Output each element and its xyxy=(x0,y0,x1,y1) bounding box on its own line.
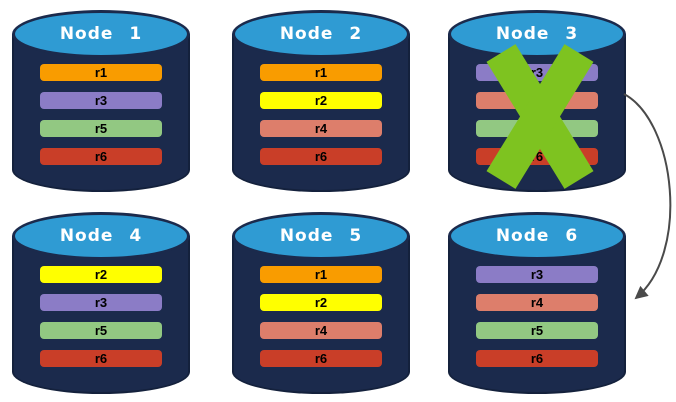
node-label: Node 3 xyxy=(495,24,579,44)
replica-list: r2 r3 r5 r6 xyxy=(40,266,162,367)
replica-bar: r2 xyxy=(260,294,382,311)
replica-bar: r4 xyxy=(476,294,598,311)
replica-list: r3 r4 r5 r6 xyxy=(476,266,598,367)
replica-bar: r5 xyxy=(476,322,598,339)
replica-bar: r2 xyxy=(260,92,382,109)
replica-bar: r4 xyxy=(260,322,382,339)
node-1: Node 1 r1 r3 r5 r6 xyxy=(12,10,190,192)
node-label: Node 4 xyxy=(59,226,143,246)
cylinder-body xyxy=(232,236,410,394)
replica-bar: r4 xyxy=(260,120,382,137)
node-2: Node 2 r1 r2 r4 r6 xyxy=(232,10,410,192)
node-label: Node 2 xyxy=(279,24,363,44)
failure-x-icon xyxy=(486,44,594,189)
cylinder-top: Node 5 xyxy=(232,212,410,260)
cylinder-top: Node 3 xyxy=(448,10,626,58)
cylinder-body xyxy=(232,34,410,192)
cylinder-top: Node 2 xyxy=(232,10,410,58)
cylinder-body xyxy=(12,236,190,394)
cylinder-body xyxy=(448,236,626,394)
replica-bar: r6 xyxy=(260,148,382,165)
replica-bar: r3 xyxy=(40,294,162,311)
node-6: Node 6 r3 r4 r5 r6 xyxy=(448,212,626,394)
node-5: Node 5 r1 r2 r4 r6 xyxy=(232,212,410,394)
replica-bar: r6 xyxy=(260,350,382,367)
replica-list: r1 r3 r5 r6 xyxy=(40,64,162,165)
replica-bar: r2 xyxy=(40,266,162,283)
node-4: Node 4 r2 r3 r5 r6 xyxy=(12,212,190,394)
node-label: Node 6 xyxy=(495,226,579,246)
replica-bar: r5 xyxy=(40,322,162,339)
replica-bar: r3 xyxy=(476,266,598,283)
node-label: Node 1 xyxy=(59,24,143,44)
cylinder-top: Node 1 xyxy=(12,10,190,58)
replica-list: r1 r2 r4 r6 xyxy=(260,266,382,367)
replica-bar: r6 xyxy=(40,148,162,165)
replica-bar: r6 xyxy=(40,350,162,367)
replica-bar: r3 xyxy=(40,92,162,109)
replica-bar: r1 xyxy=(40,64,162,81)
node-label: Node 5 xyxy=(279,226,363,246)
cylinder-body xyxy=(12,34,190,192)
node-3: Node 3 r3 r4 r5 r6 xyxy=(448,10,626,192)
cylinder-top: Node 4 xyxy=(12,212,190,260)
replica-bar: r1 xyxy=(260,266,382,283)
replica-list: r1 r2 r4 r6 xyxy=(260,64,382,165)
replica-bar: r6 xyxy=(476,350,598,367)
replica-bar: r1 xyxy=(260,64,382,81)
replica-bar: r5 xyxy=(40,120,162,137)
cylinder-top: Node 6 xyxy=(448,212,626,260)
